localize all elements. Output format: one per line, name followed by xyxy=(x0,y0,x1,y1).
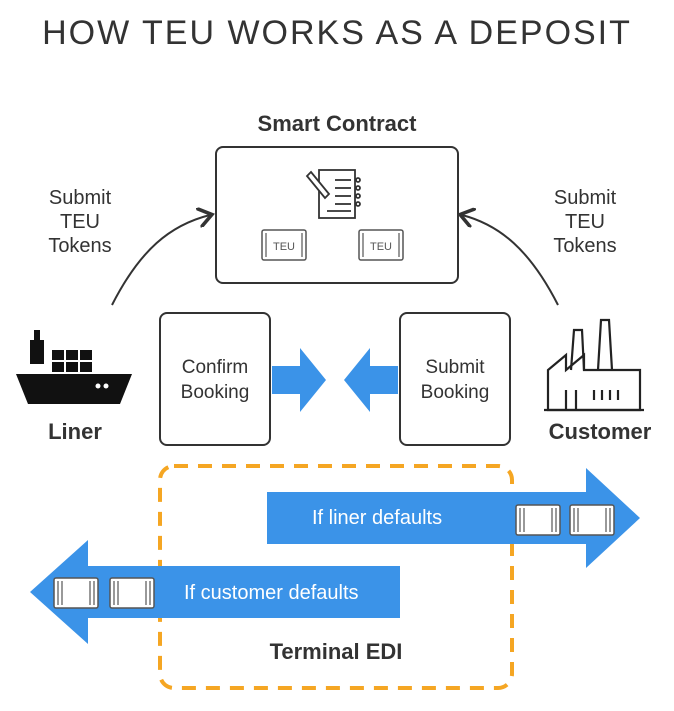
right-submit-line3: Tokens xyxy=(553,235,617,257)
container-icon xyxy=(109,577,155,609)
factory-icon xyxy=(544,318,644,412)
customer-default-label: If customer defaults xyxy=(184,582,359,604)
confirm-line2: Booking xyxy=(180,382,250,403)
confirm-arrow xyxy=(272,348,326,412)
liner-default-arrow xyxy=(267,468,640,568)
container-icon xyxy=(569,504,615,536)
container-icon: TEU xyxy=(358,229,404,261)
container-icon: TEU xyxy=(261,229,307,261)
left-submit-line2: TEU xyxy=(60,211,100,233)
left-submit-line3: Tokens xyxy=(48,235,112,257)
liner-label: Liner xyxy=(48,419,102,444)
left-submit-label: Submit TEU Tokens xyxy=(30,186,130,258)
left-submit-line1: Submit xyxy=(48,187,112,209)
page-title: HOW TEU WORKS AS A DEPOSIT xyxy=(42,14,632,52)
confirm-line1: Confirm xyxy=(181,357,249,378)
right-submit-line2: TEU xyxy=(565,211,605,233)
submit-line2: Booking xyxy=(420,382,490,403)
smart-contract-label: Smart Contract xyxy=(257,111,417,136)
svg-text:TEU: TEU xyxy=(370,241,392,253)
container-icon xyxy=(515,504,561,536)
confirm-booking-box: Confirm Booking xyxy=(159,312,271,446)
submit-line1: Submit xyxy=(425,357,485,378)
right-submit-label: Submit TEU Tokens xyxy=(535,186,635,258)
container-icon xyxy=(53,577,99,609)
terminal-dashed-box xyxy=(158,464,514,690)
right-submit-line1: Submit xyxy=(553,187,617,209)
liner-default-label: If liner defaults xyxy=(312,507,443,529)
left-curved-arrow xyxy=(111,215,210,306)
document-icon xyxy=(305,169,361,219)
smart-contract-box: TEU TEU xyxy=(215,146,459,284)
submit-booking-box: Submit Booking xyxy=(399,312,511,446)
smart-contract-graphics: TEU TEU xyxy=(261,169,404,261)
ship-icon xyxy=(16,330,132,404)
right-curved-arrow xyxy=(462,215,559,306)
terminal-edi-label: Terminal EDI xyxy=(269,639,403,664)
svg-text:TEU: TEU xyxy=(273,241,295,253)
submit-arrow xyxy=(344,348,398,412)
customer-default-arrow xyxy=(30,540,400,644)
customer-label: Customer xyxy=(548,419,652,444)
